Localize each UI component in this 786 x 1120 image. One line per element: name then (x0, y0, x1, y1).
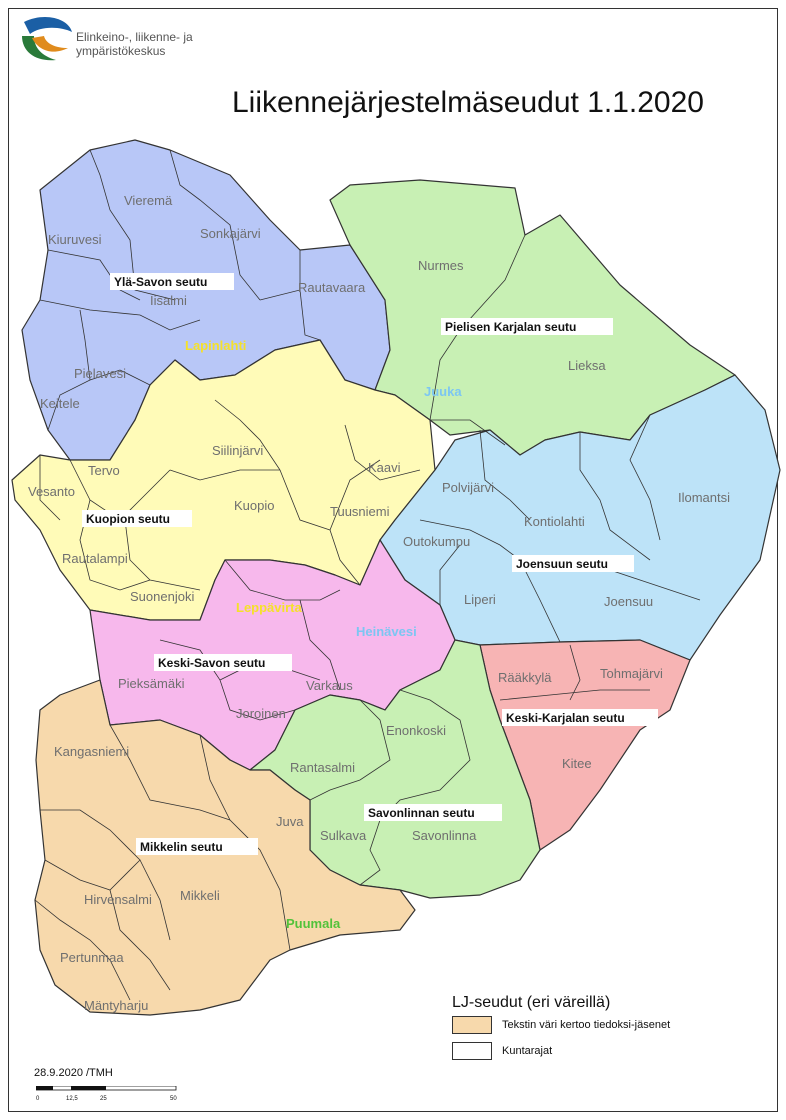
label-varkaus: Varkaus (306, 678, 353, 693)
label-tohmajarvi: Tohmajärvi (600, 666, 663, 681)
label-juva: Juva (276, 814, 304, 829)
label-iisalmi: Iisalmi (150, 293, 187, 308)
label-region-keski-karjala: Keski-Karjalan seutu (506, 711, 625, 725)
legend-item-2-label: Kuntarajat (502, 1045, 553, 1057)
label-tuusniemi: Tuusniemi (330, 504, 390, 519)
label-kontiolahti: Kontiolahti (524, 514, 585, 529)
label-enonkoski: Enonkoski (386, 723, 446, 738)
legend-item-1-label: Tekstin väri kertoo tiedoksi-jäsenet (502, 1019, 671, 1031)
map-title: Liikennejärjestelmäseudut 1.1.2020 (232, 86, 704, 119)
label-joroinen: Joroinen (236, 706, 286, 721)
label-region-savonlinna: Savonlinnan seutu (368, 806, 475, 820)
label-nurmes: Nurmes (418, 258, 464, 273)
label-region-pielinen: Pielisen Karjalan seutu (445, 320, 576, 334)
label-siilinjarvi: Siilinjärvi (212, 443, 263, 458)
label-region-joensuu: Joensuun seutu (516, 557, 608, 571)
label-rautavaara: Rautavaara (298, 280, 366, 295)
scale-label-3: 50 (170, 1096, 177, 1102)
label-juuka: Juuka (424, 384, 462, 399)
scale-bar: 0 12,5 25 50 (36, 1086, 177, 1102)
label-heinavesi: Heinävesi (356, 624, 417, 639)
label-pertunmaa: Pertunmaa (60, 950, 124, 965)
label-region-yla-savo: Ylä-Savon seutu (114, 275, 207, 289)
label-polvijarvi: Polvijärvi (442, 480, 494, 495)
org-line-1: Elinkeino-, liikenne- ja (76, 30, 193, 44)
label-pieksamaki: Pieksämäki (118, 676, 185, 691)
label-vesanto: Vesanto (28, 484, 75, 499)
label-suonenjoki: Suonenjoki (130, 589, 194, 604)
label-kitee: Kitee (562, 756, 592, 771)
label-rautalampi: Rautalampi (62, 551, 128, 566)
label-kiuruvesi: Kiuruvesi (48, 232, 102, 247)
label-keitele: Keitele (40, 396, 80, 411)
label-sulkava: Sulkava (320, 828, 367, 843)
label-rantasalmi: Rantasalmi (290, 760, 355, 775)
legend-item-borders: Kuntarajat (452, 1042, 552, 1060)
label-ilomantsi: Ilomantsi (678, 490, 730, 505)
label-sonkajarvi: Sonkajärvi (200, 226, 261, 241)
label-lieksa: Lieksa (568, 358, 606, 373)
scale-label-2: 25 (100, 1096, 107, 1102)
label-region-keski-savo: Keski-Savon seutu (158, 656, 265, 670)
label-raakkyla: Rääkkylä (498, 670, 552, 685)
label-pielavesi: Pielavesi (74, 366, 126, 381)
legend-swatch-border (452, 1042, 492, 1060)
label-savonlinna: Savonlinna (412, 828, 477, 843)
label-mikkeli: Mikkeli (180, 888, 220, 903)
label-hirvensalmi: Hirvensalmi (84, 892, 152, 907)
label-region-mikkeli: Mikkelin seutu (140, 840, 223, 854)
label-mantyharju: Mäntyharju (84, 998, 148, 1013)
map-frame (8, 8, 778, 1112)
region-labels: Ylä-Savon seutu Pielisen Karjalan seutu … (82, 273, 658, 855)
organization-name: Elinkeino-, liikenne- ja ympäristökeskus (76, 30, 193, 58)
label-kuopio: Kuopio (234, 498, 274, 513)
municipality-labels: Vieremä Kiuruvesi Sonkajärvi Iisalmi Rau… (28, 193, 730, 1013)
map-date: 28.9.2020 /TMH (34, 1067, 113, 1079)
ely-logo-icon (22, 17, 72, 61)
legend-title: LJ-seudut (eri väreillä) (452, 994, 611, 1011)
label-joensuu: Joensuu (604, 594, 653, 609)
legend-item-member-colors: Tekstin väri kertoo tiedoksi-jäsenet (452, 1016, 670, 1034)
label-kaavi: Kaavi (368, 460, 401, 475)
label-lapinlahti: Lapinlahti (185, 338, 246, 353)
scale-label-1: 12,5 (66, 1096, 78, 1102)
label-outokumpu: Outokumpu (403, 534, 470, 549)
scale-label-0: 0 (36, 1096, 40, 1102)
label-puumala: Puumala (286, 916, 341, 931)
label-liperi: Liperi (464, 592, 496, 607)
legend-swatch-fill (452, 1016, 492, 1034)
label-region-kuopio: Kuopion seutu (86, 512, 170, 526)
label-leppavirta: Leppävirta (236, 600, 303, 615)
org-line-2: ympäristökeskus (76, 44, 166, 58)
member-labels: Lapinlahti Juuka Leppävirta Heinävesi Pu… (185, 338, 462, 931)
label-tervo: Tervo (88, 463, 120, 478)
label-vierema: Vieremä (124, 193, 173, 208)
label-kangasniemi: Kangasniemi (54, 744, 129, 759)
